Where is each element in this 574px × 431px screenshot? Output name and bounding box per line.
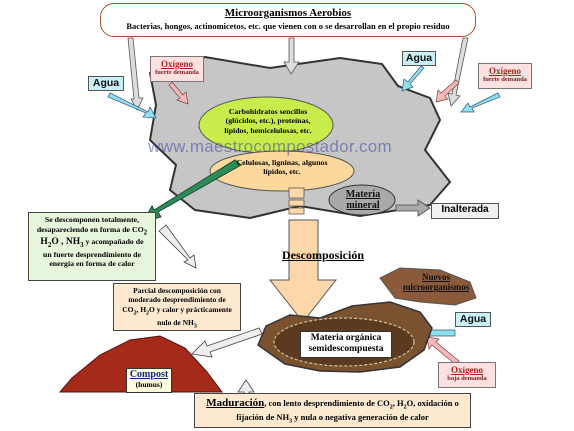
down-arrow-1 [127, 37, 144, 111]
green-note-l3: H2O , NH3 y acompañado de [40, 237, 144, 249]
maduracion-box: Maduración, con lento desprendimiento de… [194, 393, 471, 428]
nuevos-microorganismos-label: Nuevos microorganismos [402, 272, 470, 293]
connector-seg-1 [288, 187, 305, 199]
water-arrow-left [107, 92, 157, 119]
agua-label-left: Agua [88, 76, 124, 91]
oxigeno-right-title: Oxígeno [488, 66, 521, 76]
oxygen-arrow-left [168, 81, 189, 105]
orange-note-l2: moderado desprendimiento de [128, 295, 226, 305]
oxigeno-box-bottom: Oxígeno baja demanda [438, 362, 496, 388]
orange-note-l4: nulo de NH3 [157, 317, 197, 330]
green-note-l4: un fuerte desprendimiento de [43, 249, 141, 259]
connector-seg-3 [288, 207, 305, 215]
connector-seg-2 [288, 199, 305, 207]
orange-note-l3: CO2, H2O y calor y prácticamente [122, 304, 232, 317]
descomposicion-label: Descomposición [282, 248, 364, 262]
oxygen-arrow-right [435, 79, 460, 103]
note-arrow [158, 224, 197, 269]
descomposicion-arrow [268, 219, 338, 323]
materia-organica-label: Materia orgánica semidescompuesta [300, 331, 392, 358]
heap-to-compost-arrow [191, 327, 263, 358]
maduracion-line1: Maduración, con lento desprendimiento de… [206, 397, 459, 411]
top-box-title: Microorganismos Aerobios [224, 7, 352, 19]
oxigeno-box-right: Oxígeno fuerte demanda [478, 63, 532, 89]
compost-box: Compost (humus) [126, 368, 172, 393]
orange-note-box: Parcial descomposición con moderado desp… [113, 283, 241, 331]
water-arrow-right [401, 65, 425, 92]
compost-title: Compost [129, 369, 169, 380]
micro-patch [379, 267, 477, 306]
down-arrow-2 [283, 37, 300, 75]
compost-sub: (humus) [135, 380, 163, 389]
green-note-l1: Se descomponen totalmente, [44, 215, 140, 224]
water-arrow-far-right [460, 92, 501, 113]
maduracion-line2: fijación de NH3 y nula o negativa genera… [236, 412, 429, 425]
mineral-ellipse [328, 184, 396, 216]
green-ellipse-text: Carbohidratos sencillos (glúcidos, etc.)… [224, 107, 312, 135]
oxigeno-left-title: Oxígeno [160, 59, 193, 69]
agua-label-right: Agua [402, 51, 436, 66]
materia-mineral-label: Materia mineral [345, 189, 381, 211]
oxigeno-box-left: Oxígeno fuerte demanda [150, 56, 204, 82]
oxigeno-bottom-title: Oxígeno [450, 365, 483, 375]
oxigeno-bottom-sub: baja demanda [447, 375, 487, 382]
watermark: www.maestrocompostador.com [148, 137, 392, 156]
compost-pile [58, 335, 223, 393]
mineral-arrow [395, 199, 431, 217]
green-note-l5: energía en forma de calor [49, 259, 135, 269]
green-note-box: Se descomponen totalmente, desapareciend… [28, 212, 156, 281]
aerobic-microorganisms-box: Microorganismos Aerobios Bacterias, hong… [100, 3, 476, 37]
oxygen-arrow-bottom [426, 336, 460, 365]
inalterada-label: Inalterada [431, 203, 499, 219]
orange-ellipse [209, 150, 355, 192]
oxigeno-left-sub: fuerte demanda [155, 69, 199, 76]
down-arrow-3 [447, 37, 469, 107]
green-note-l2: desapareciendo en forma de CO2 [36, 224, 148, 237]
top-box-subtitle: Bacterias, hongos, actinomicetos, etc. q… [126, 21, 450, 31]
orange-ellipse-text: Celulosas, ligninas, algunos lípidos, et… [236, 158, 328, 177]
orange-note-l1: Parcial descomposición con [133, 286, 221, 295]
oxigeno-right-sub: fuerte demanda [483, 76, 527, 83]
agua-label-bottom: Agua [455, 312, 491, 327]
